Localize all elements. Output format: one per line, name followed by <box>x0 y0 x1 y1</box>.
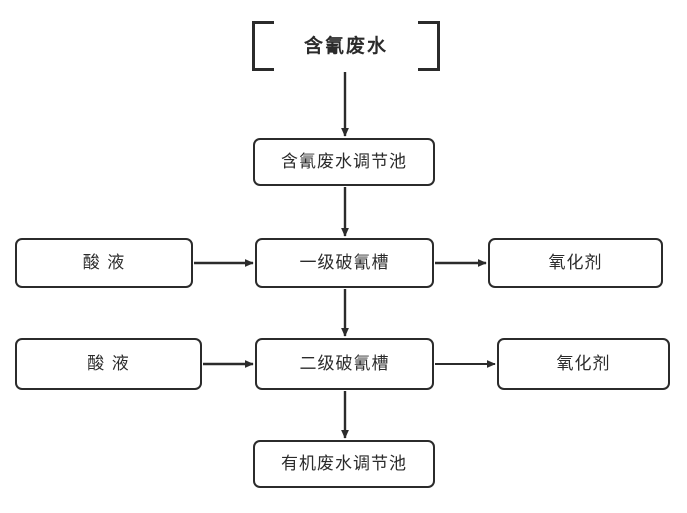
node-stage-2-cyanide-breaking-tank[interactable]: 二级破氰槽 <box>255 338 434 390</box>
node-organic-wastewater-tank-label: 有机废水调节池 <box>281 453 407 474</box>
node-source[interactable]: 含氰废水 <box>252 22 440 70</box>
right-bracket-icon <box>418 21 440 71</box>
node-acid-solution-1-label: 酸 液 <box>82 252 126 273</box>
node-organic-wastewater-tank[interactable]: 有机废水调节池 <box>253 440 435 488</box>
node-acid-solution-2[interactable]: 酸 液 <box>15 338 202 390</box>
node-oxidant-1-label: 氧化剂 <box>548 252 603 273</box>
node-cyanide-wastewater-tank[interactable]: 含氰废水调节池 <box>253 138 435 186</box>
node-oxidant-2-label: 氧化剂 <box>556 353 611 374</box>
node-oxidant-2[interactable]: 氧化剂 <box>497 338 670 390</box>
node-stage-2-cyanide-breaking-tank-label: 二级破氰槽 <box>299 353 390 374</box>
node-source-label: 含氰废水 <box>303 34 388 57</box>
node-acid-solution-2-label: 酸 液 <box>87 353 130 374</box>
node-stage-1-cyanide-breaking-tank[interactable]: 一级破氰槽 <box>255 238 434 288</box>
left-bracket-icon <box>252 21 274 71</box>
node-cyanide-wastewater-tank-label: 含氰废水调节池 <box>281 151 407 172</box>
node-acid-solution-1[interactable]: 酸 液 <box>15 238 193 288</box>
node-oxidant-1[interactable]: 氧化剂 <box>488 238 663 288</box>
node-stage-1-cyanide-breaking-tank-label: 一级破氰槽 <box>299 252 390 273</box>
